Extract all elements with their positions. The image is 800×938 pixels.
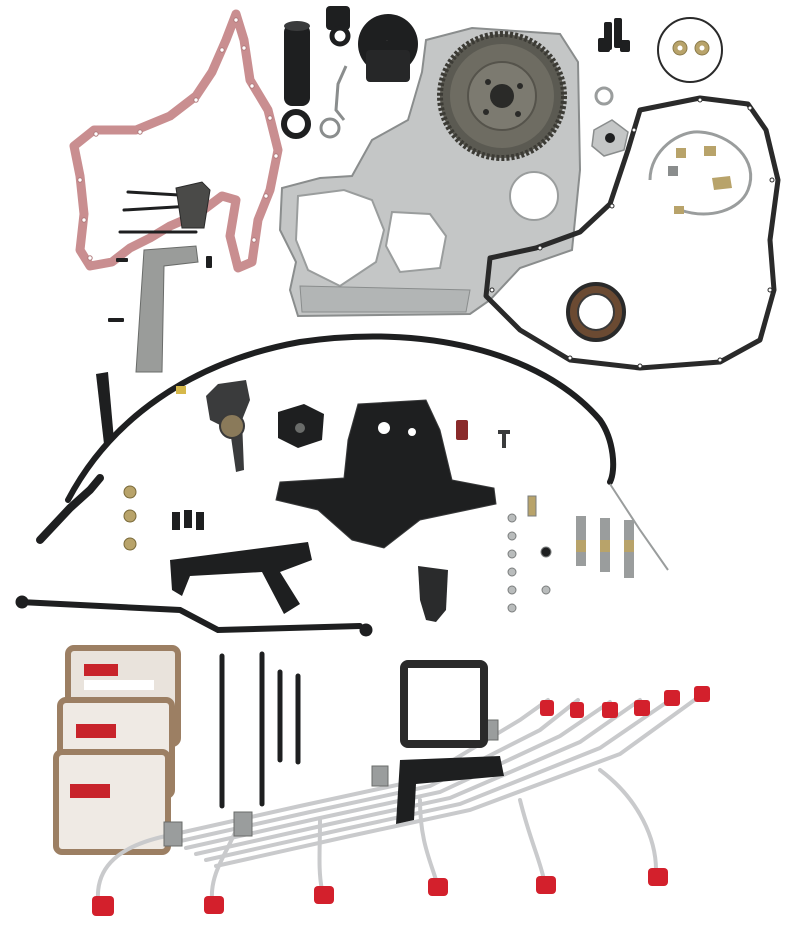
- o-ring-large: [657, 17, 723, 83]
- small-bolts: [108, 256, 212, 322]
- braided-oil-line: [648, 130, 753, 216]
- throttle-lever-assembly: [206, 380, 250, 472]
- dark-bracket-small: [175, 181, 211, 229]
- lever-arm-left: [96, 372, 114, 444]
- t-bolt: [498, 430, 510, 448]
- linkage-arm-bracket: [170, 542, 312, 614]
- brass-nuts: [123, 485, 137, 551]
- pushrods: [219, 651, 301, 809]
- crank-seal: [566, 282, 626, 342]
- small-hardware-column: [507, 495, 552, 613]
- spring-connectors: [576, 516, 634, 578]
- line-support-bracket: [396, 756, 504, 824]
- black-bolts-cluster: [172, 510, 204, 530]
- mount-plate-small: [278, 404, 324, 448]
- pump-bracket-large: [275, 399, 497, 549]
- fittings-right: [668, 146, 732, 190]
- black-canister: -: [358, 14, 418, 82]
- throttle-cable: [36, 333, 669, 571]
- wire-clip: [319, 65, 348, 139]
- bolt-cluster-top-right: [598, 18, 630, 52]
- injector-line-set: [95, 694, 702, 902]
- linkage-rod: [15, 595, 373, 637]
- black-sleeve-part: [281, 21, 311, 139]
- gasket-packet-3: [53, 749, 171, 855]
- red-caps-top: [540, 686, 710, 718]
- gasket-packets: [53, 645, 181, 855]
- intake-spacer-plate: [400, 660, 488, 748]
- front-cover-gasket-black: [483, 95, 781, 371]
- timing-gear: [437, 31, 567, 161]
- fork-bracket: [418, 566, 448, 622]
- aluminum-bracket-l: [135, 245, 199, 373]
- black-cap-part: [326, 6, 351, 47]
- red-caps-bottom: [92, 868, 668, 916]
- svg-text:-: -: [386, 38, 388, 44]
- small-o-ring: [594, 86, 614, 106]
- front-cover-gasket-pink: [69, 9, 283, 273]
- flange-fitting: [591, 119, 629, 157]
- red-filter-small: [456, 420, 468, 440]
